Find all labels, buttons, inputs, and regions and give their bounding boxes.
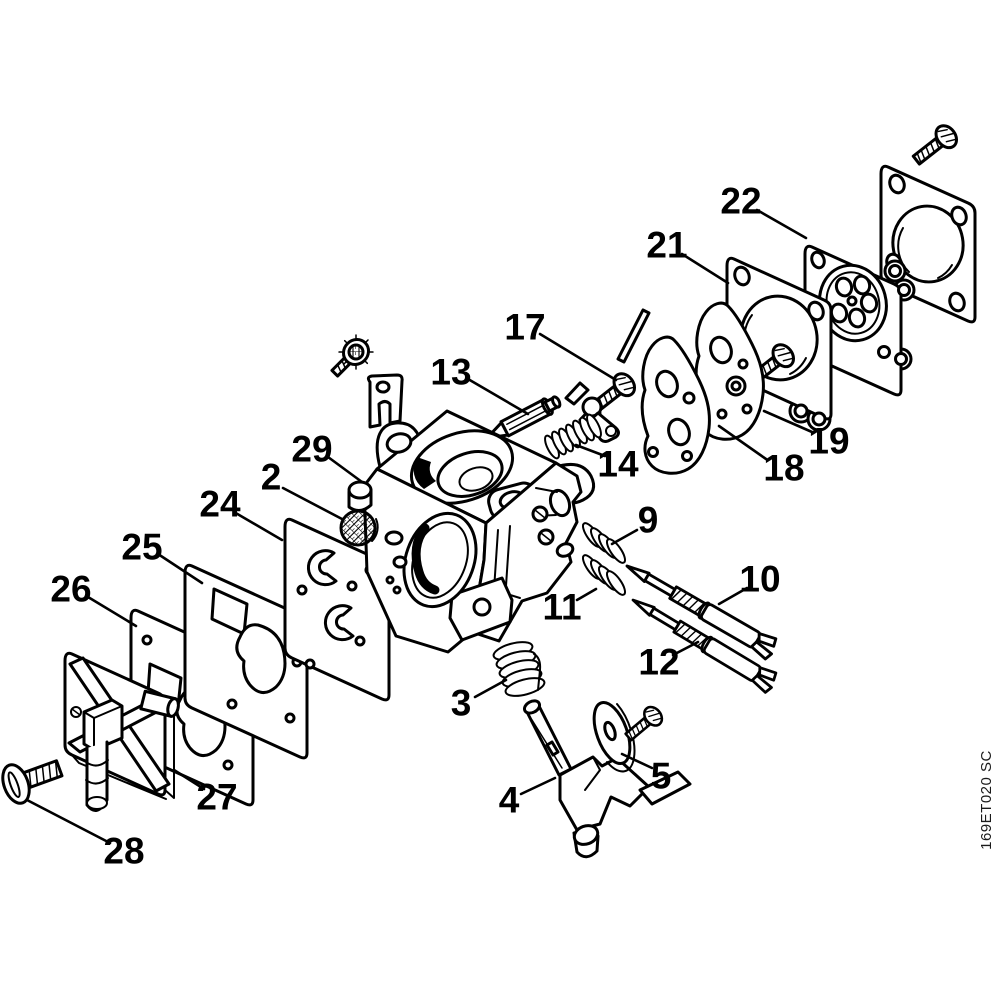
callout-number-22: 22 — [720, 181, 761, 222]
part-body-screw — [330, 334, 374, 378]
callout-number-25: 25 — [121, 527, 162, 568]
callout-number-17: 17 — [504, 307, 545, 348]
leader-line-28 — [25, 798, 112, 845]
part-2-screen — [339, 509, 379, 547]
callout-number-27: 27 — [196, 777, 237, 818]
impulse-nipple — [139, 689, 180, 718]
part-18-gasket — [640, 335, 711, 475]
part-carburetor-body — [362, 409, 596, 654]
leader-line-13 — [466, 377, 530, 416]
part-4-throttle-shaft — [522, 699, 692, 859]
part-27-pump-cover — [63, 651, 180, 812]
callout-number-19: 19 — [808, 421, 849, 462]
leader-line-14 — [574, 443, 607, 458]
leader-line-26 — [86, 595, 138, 628]
leader-line-9 — [610, 528, 639, 546]
callout-number-4: 4 — [499, 780, 520, 821]
leader-line-29 — [326, 455, 364, 484]
leader-line-3 — [473, 678, 508, 699]
leader-line-25 — [156, 552, 204, 585]
leader-line-27 — [172, 768, 206, 791]
part-25-gasket — [183, 563, 309, 760]
callout-number-13: 13 — [430, 352, 471, 393]
part-3-spring — [492, 641, 546, 697]
part-9-spring — [581, 522, 627, 564]
part-29-plug — [347, 480, 373, 512]
leader-line-21 — [680, 252, 730, 285]
leader-line-24 — [232, 510, 284, 542]
callout-number-11: 11 — [542, 587, 581, 628]
callout-number-14: 14 — [597, 444, 639, 485]
callout-number-21: 21 — [646, 225, 687, 266]
leader-line-10 — [717, 586, 749, 606]
part-retainer-clip — [366, 373, 404, 429]
callout-number-24: 24 — [199, 484, 241, 525]
leader-line-12 — [671, 640, 700, 657]
callout-number-26: 26 — [50, 569, 91, 610]
callout-number-29: 29 — [291, 429, 332, 470]
callout-number-9: 9 — [638, 500, 659, 541]
part-19-plate — [694, 301, 765, 441]
leader-line-5 — [620, 752, 654, 770]
leader-line-19 — [762, 409, 814, 434]
leader-line-2 — [281, 486, 344, 521]
callout-number-28: 28 — [103, 831, 144, 872]
drawing-code: 169ET020 SC — [978, 750, 995, 850]
callout-number-18: 18 — [763, 448, 804, 489]
part-11-spring — [581, 554, 627, 596]
leader-line-4 — [519, 776, 557, 796]
callout-number-12: 12 — [638, 642, 679, 683]
callout-number-2: 2 — [261, 457, 282, 498]
leader-line-18 — [717, 424, 768, 461]
callout-number-5: 5 — [651, 756, 672, 797]
part-cover-screw — [907, 120, 963, 172]
leader-line-22 — [755, 208, 808, 240]
leader-line-11 — [575, 587, 598, 602]
part-5-washer — [592, 700, 636, 773]
part-28-screw — [1, 759, 64, 805]
part-pin — [616, 308, 651, 364]
leader-line-17 — [538, 332, 618, 382]
fuel-nipple — [82, 698, 124, 812]
callout-number-3: 3 — [451, 683, 472, 724]
callout-number-10: 10 — [739, 559, 780, 600]
